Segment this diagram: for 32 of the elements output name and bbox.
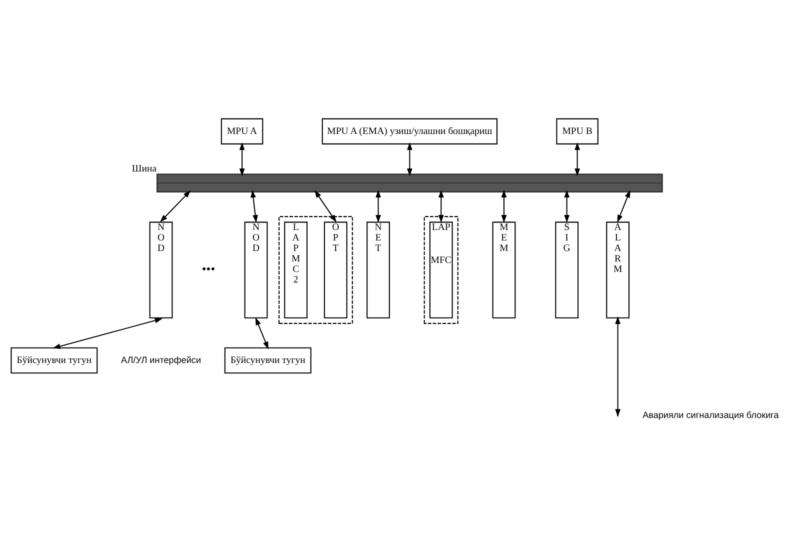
arrow bbox=[250, 190, 258, 223]
arrow bbox=[376, 190, 381, 223]
arrow bbox=[438, 190, 444, 223]
arrow bbox=[406, 142, 412, 176]
label: ••• bbox=[202, 262, 216, 276]
node-box: MPU B bbox=[556, 118, 598, 144]
label: Аварияли сигнализация блокига bbox=[642, 410, 779, 420]
node-box: OPT bbox=[324, 222, 348, 318]
cluster bbox=[278, 216, 353, 324]
node-box: Бўйсунувчи тугун bbox=[224, 347, 312, 374]
node-box: NOD bbox=[149, 222, 173, 318]
label: АЛ/УЛ интерфейси bbox=[121, 354, 202, 365]
node-box: SIG bbox=[555, 222, 579, 318]
arrow bbox=[574, 142, 580, 176]
node-box: MPU A bbox=[220, 118, 264, 144]
arrow bbox=[617, 190, 630, 223]
arrow bbox=[501, 190, 507, 223]
arrow bbox=[160, 190, 191, 222]
node-box: NOD bbox=[244, 222, 268, 318]
arrow bbox=[255, 317, 268, 350]
node-box: LAP MFC bbox=[429, 222, 453, 318]
arrow bbox=[52, 318, 163, 349]
arrow bbox=[564, 190, 570, 223]
node-label: Шина bbox=[132, 163, 157, 174]
node-box: MPU A (EMA) узиш/улашни бошқариш bbox=[322, 118, 498, 144]
node-box: LAPMC2 bbox=[284, 222, 308, 318]
arrow bbox=[314, 190, 337, 222]
node-box: Бўйсунувчи тугун bbox=[10, 347, 98, 374]
arrow bbox=[239, 142, 245, 176]
node-box: MEM bbox=[492, 222, 516, 318]
node-box: NET bbox=[366, 222, 390, 318]
node-box: ALARM bbox=[606, 222, 630, 318]
